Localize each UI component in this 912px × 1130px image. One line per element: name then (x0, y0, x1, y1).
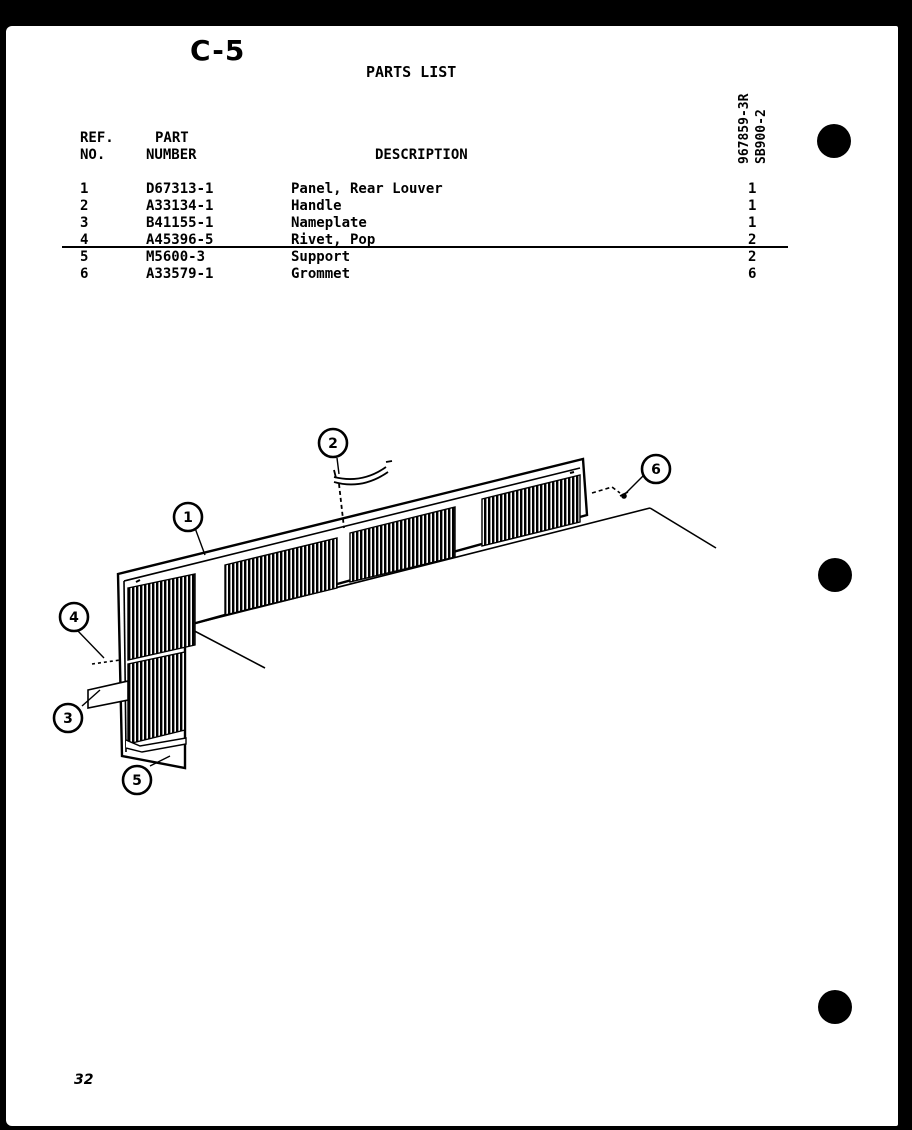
page-title: PARTS LIST (366, 63, 457, 81)
ref-cell: 4 (80, 232, 89, 248)
sheet-id: C-5 (190, 34, 246, 67)
ref-header-line1: REF. (80, 130, 114, 146)
leader-lines (76, 457, 644, 767)
callout-label: 3 (63, 711, 73, 727)
part-number-cell: D67313-1 (146, 181, 214, 197)
support-bracket (125, 737, 187, 753)
table-row: 3 B41155-1 Nameplate 1 (0, 215, 800, 232)
part-number-cell: A33579-1 (146, 266, 214, 282)
table-row: 1 D67313-1 Panel, Rear Louver 1 (0, 181, 800, 198)
table-row: 5 M5600-3 Support 2 (0, 249, 800, 266)
table-row: 4 A45396-5 Rivet, Pop 2 (0, 232, 800, 249)
ref-cell: 1 (80, 181, 89, 197)
callout-label: 1 (183, 510, 193, 526)
louver-grille (127, 573, 196, 661)
table-row: 6 A33579-1 Grommet 6 (0, 266, 800, 283)
ref-cell: 3 (80, 215, 89, 231)
part-number-cell: M5600-3 (146, 249, 206, 265)
part-number-cell: A45396-5 (146, 232, 214, 248)
part-header-line1: PART (155, 130, 189, 146)
quantity-cell: 1 (748, 198, 757, 214)
callout-1: 1 (172, 501, 204, 533)
callout-5: 5 (121, 764, 153, 796)
ref-cell: 6 (80, 266, 89, 282)
louver-grille (127, 651, 186, 745)
callout-label: 5 (132, 773, 142, 789)
description-cell: Support (291, 249, 351, 265)
louver-grille (224, 537, 338, 616)
quantity-cell: 2 (748, 232, 757, 248)
part-number-cell: B41155-1 (146, 215, 214, 231)
description-header: DESCRIPTION (375, 147, 468, 163)
description-cell: Rivet, Pop (291, 232, 376, 248)
callout-6: 6 (640, 453, 672, 485)
louver-grille (349, 506, 456, 583)
callout-label: 2 (328, 436, 338, 452)
punch-hole-top (817, 124, 851, 158)
quantity-cell: 2 (748, 249, 757, 265)
part-header-line2: NUMBER (146, 147, 197, 163)
callout-2: 2 (317, 427, 349, 459)
ref-cell: 5 (80, 249, 89, 265)
part-number-cell: A33134-1 (146, 198, 214, 214)
callout-3: 3 (52, 702, 84, 734)
handle-part (333, 460, 393, 529)
description-cell: Handle (291, 198, 342, 214)
callout-4: 4 (58, 601, 90, 633)
table-row: 2 A33134-1 Handle 1 (0, 198, 800, 215)
callout-label: 4 (69, 610, 79, 626)
description-cell: Nameplate (291, 215, 367, 231)
quantity-cell: 1 (748, 215, 757, 231)
description-cell: Grommet (291, 266, 351, 282)
callout-label: 6 (651, 462, 661, 478)
nameplate-part (87, 659, 129, 709)
ref-no-header: REF. NO. (80, 130, 114, 164)
description-cell: Panel, Rear Louver (291, 181, 443, 197)
part-number-header: PART NUMBER (146, 130, 197, 164)
louver-grille (481, 474, 581, 547)
rear-louver-panel (116, 457, 589, 770)
ref-cell: 2 (80, 198, 89, 214)
page-number: 32 (74, 1072, 94, 1088)
punch-hole-middle (818, 558, 852, 592)
quantity-cell: 1 (748, 181, 757, 197)
ref-header-line2: NO. (80, 147, 106, 163)
punch-hole-bottom (818, 990, 852, 1024)
table-divider-line (62, 246, 788, 248)
quantity-cell: 6 (748, 266, 757, 282)
